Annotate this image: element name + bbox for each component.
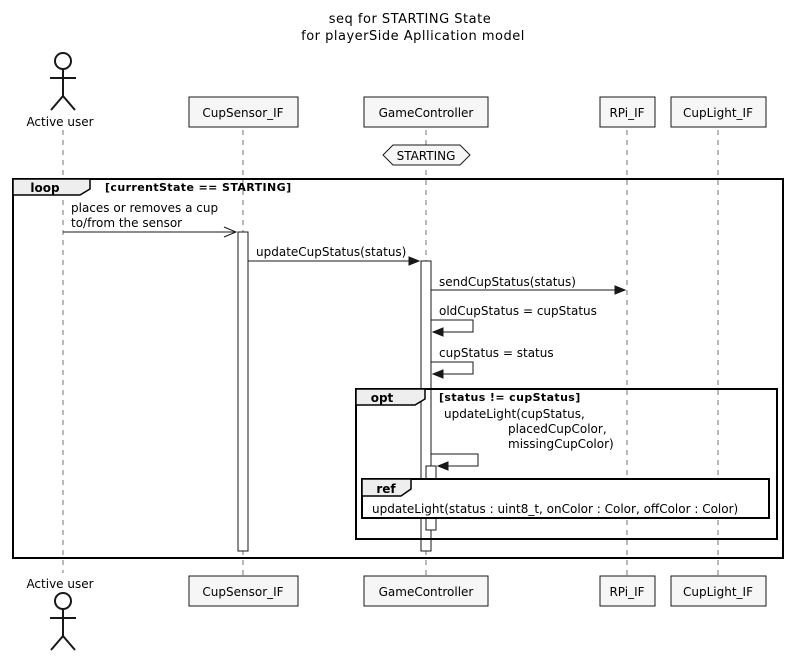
actor-bottom-label: Active user — [26, 577, 93, 591]
message-6-label-line-3: missingCupColor) — [508, 437, 614, 451]
opt-guard: [status != cupStatus] — [439, 391, 581, 404]
participant-cupsensor-bottom-label: CupSensor_IF — [202, 585, 283, 599]
participant-gamecontroller-top-label: GameController — [379, 106, 474, 120]
participant-cupsensor-top-label: CupSensor_IF — [202, 106, 283, 120]
message-2-label: updateCupStatus(status) — [256, 245, 406, 259]
message-2-arrowhead — [408, 256, 421, 266]
diagram-title-line-1: seq for STARTING State — [329, 12, 491, 27]
participant-gamecontroller-top: GameController — [363, 96, 489, 128]
loop-guard: [currentState == STARTING] — [105, 181, 292, 194]
participant-cuplight-top: CupLight_IF — [670, 96, 767, 128]
ref-frame: ref updateLight(status : uint8_t, onColo… — [361, 478, 770, 519]
message-1-label-line-1: places or removes a cup — [71, 201, 218, 215]
state-marker-label: STARTING — [397, 149, 456, 163]
participant-rpi-top-label: RPi_IF — [609, 106, 644, 120]
message-6-arrow — [431, 453, 479, 467]
message-3-label: sendCupStatus(status) — [439, 275, 576, 289]
diagram-title-line-2: for playerSide Apllication model — [301, 29, 525, 44]
ref-keyword: ref — [376, 482, 396, 496]
message-4-label: oldCupStatus = cupStatus — [439, 304, 597, 318]
message-6-arrowhead — [436, 461, 449, 471]
participant-cuplight-bottom: CupLight_IF — [670, 575, 767, 607]
loop-keyword: loop — [30, 181, 60, 195]
message-1-label-line-2: to/from the sensor — [71, 216, 182, 230]
message-5-label: cupStatus = status — [439, 346, 554, 360]
message-5-arrow — [431, 361, 474, 375]
participant-cuplight-bottom-label: CupLight_IF — [683, 585, 753, 599]
message-5-arrowhead — [431, 369, 444, 379]
actor-top-icon — [50, 52, 76, 111]
activation-cupsensor — [237, 231, 249, 552]
message-4-arrowhead — [431, 327, 444, 337]
opt-frame: opt [status != cupStatus] — [355, 388, 778, 540]
message-3-arrowhead — [614, 285, 627, 295]
message-6-label-line-2: placedCupColor, — [508, 422, 607, 436]
actor-bottom-icon — [50, 592, 76, 651]
opt-keyword: opt — [371, 391, 394, 405]
participant-rpi-bottom-label: RPi_IF — [609, 585, 644, 599]
ref-text: updateLight(status : uint8_t, onColor : … — [372, 502, 738, 516]
participant-rpi-top: RPi_IF — [599, 96, 656, 128]
participant-cuplight-top-label: CupLight_IF — [683, 106, 753, 120]
message-6-label-line-1: updateLight(cupStatus, — [444, 407, 585, 421]
participant-gamecontroller-bottom: GameController — [363, 575, 489, 607]
state-marker: STARTING — [382, 144, 471, 166]
message-1-arrowhead — [223, 226, 238, 238]
message-4-arrow — [431, 319, 474, 333]
participant-rpi-bottom: RPi_IF — [599, 575, 656, 607]
participant-cupsensor-top: CupSensor_IF — [188, 96, 299, 128]
participant-gamecontroller-bottom-label: GameController — [379, 585, 474, 599]
participant-cupsensor-bottom: CupSensor_IF — [188, 575, 299, 607]
activation-gamecontroller — [420, 260, 432, 552]
loop-frame: loop [currentState == STARTING] — [12, 178, 784, 559]
actor-top-label: Active user — [26, 115, 93, 129]
